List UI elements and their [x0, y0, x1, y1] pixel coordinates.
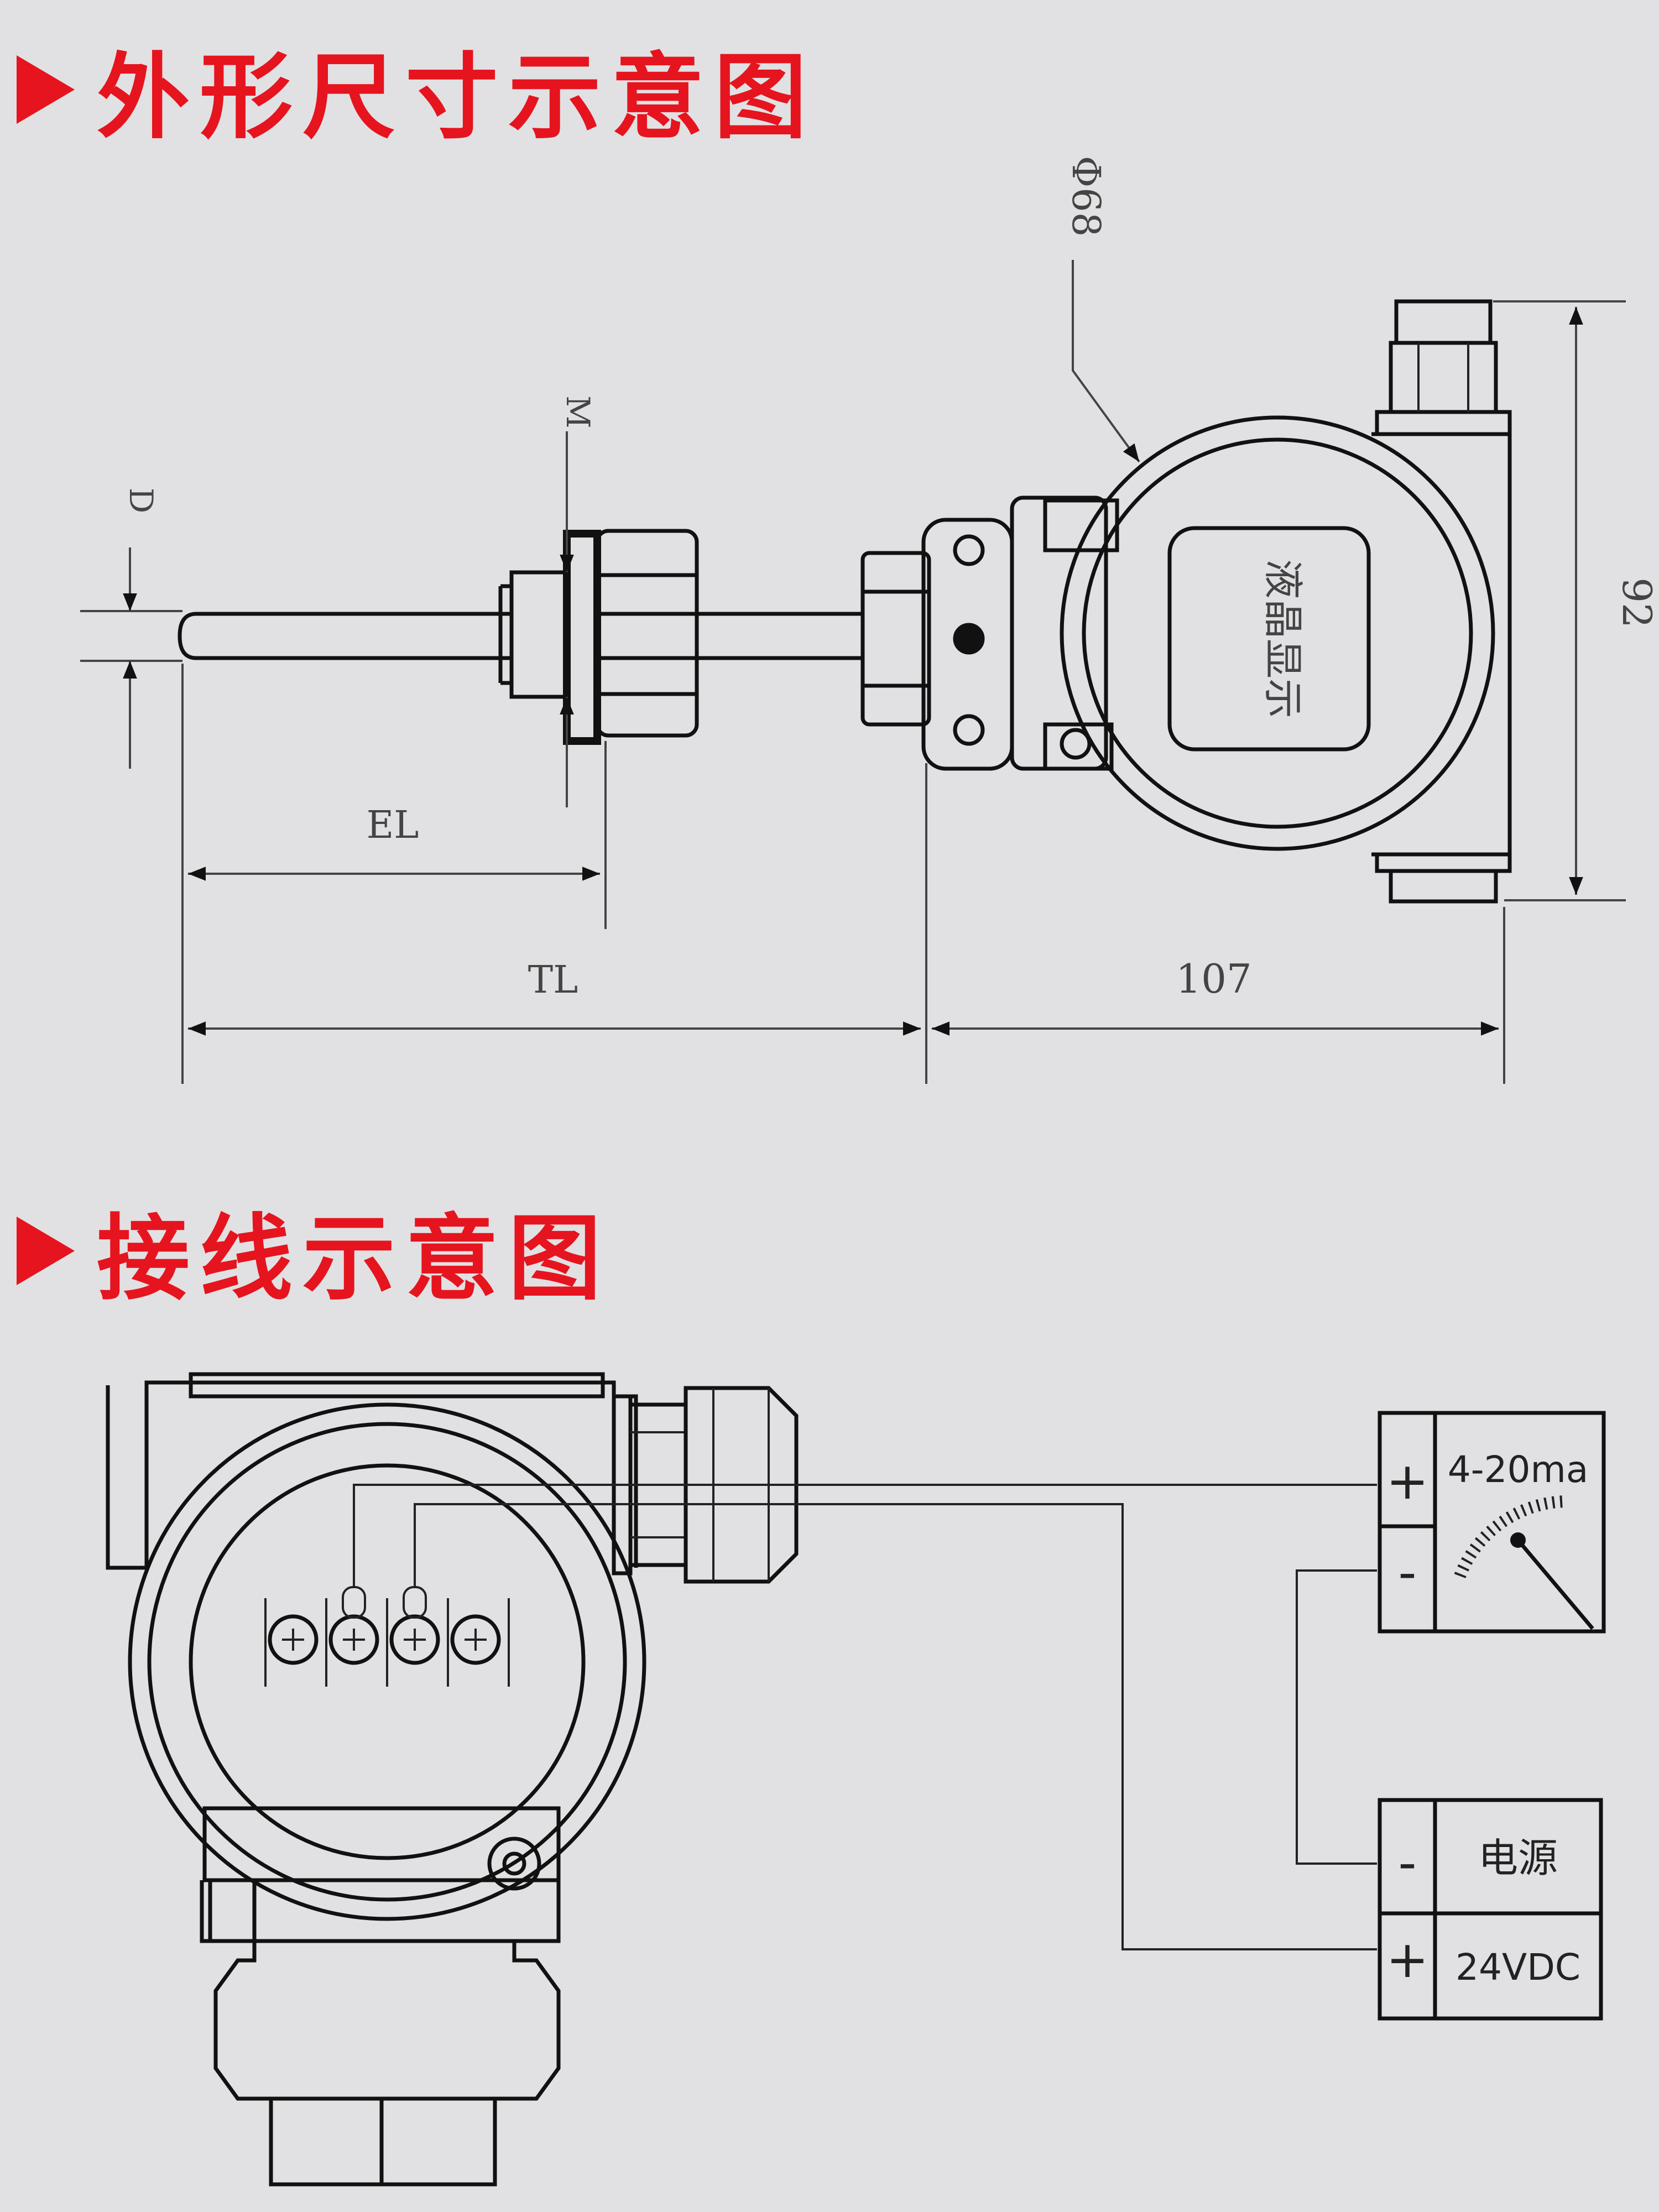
power-voltage: 24VDC — [1455, 1946, 1580, 1989]
meter-minus: - — [1398, 1543, 1416, 1602]
ammeter-box: 4-20ma + - — [1378, 1411, 1606, 1634]
housing-neck — [860, 495, 1119, 771]
dim-phi68-label: Φ68 — [1063, 156, 1109, 237]
dim-tl-label: TL — [528, 958, 578, 1002]
dim-el-label: EL — [367, 804, 419, 847]
power-supply-box: 电源 24VDC - + — [1378, 1798, 1603, 2021]
wiring-heading: 接线示意图 — [17, 1183, 611, 1318]
red-triangle-icon — [17, 1216, 75, 1285]
terminal-screw — [450, 1614, 501, 1665]
main-housing: 液晶显示 — [1060, 299, 1512, 904]
dim-m: M — [559, 395, 597, 807]
power-minus: - — [1398, 1833, 1416, 1892]
extension-stem — [697, 612, 863, 660]
dim-el: EL — [181, 664, 607, 1084]
terminal-block — [264, 1586, 510, 1687]
probe-rod — [178, 612, 512, 660]
dimensions-title: 外形尺寸示意图 — [97, 43, 817, 152]
terminal-screw — [328, 1614, 379, 1665]
dim-tl: TL — [188, 763, 1505, 1084]
dim-d-label: D — [122, 488, 160, 514]
lcd-label: 液晶显示 — [1260, 559, 1306, 718]
power-label: 电源 — [1478, 1835, 1558, 1881]
dimensions-heading: 外形尺寸示意图 — [17, 22, 817, 156]
compression-fitting — [498, 529, 699, 745]
terminal-screw — [389, 1614, 440, 1665]
signal-wires — [353, 1484, 1377, 1950]
wiring-title: 接线示意图 — [97, 1204, 611, 1313]
dim-phi68: Φ68 — [1063, 156, 1140, 463]
meter-label: 4-20ma — [1448, 1448, 1589, 1491]
dim-92: 92 — [1493, 300, 1659, 901]
dim-107-label: 107 — [1176, 956, 1251, 1002]
red-triangle-icon — [17, 55, 75, 124]
terminal-screw — [268, 1614, 319, 1665]
meter-plus: + — [1386, 1452, 1428, 1511]
dim-92-label: 92 — [1614, 577, 1659, 628]
transmitter-housing — [106, 1372, 799, 2187]
dim-d: D — [80, 488, 182, 769]
dim-107: 107 — [932, 956, 1499, 1036]
power-plus: + — [1386, 1930, 1428, 1989]
dim-m-label: M — [559, 395, 597, 428]
